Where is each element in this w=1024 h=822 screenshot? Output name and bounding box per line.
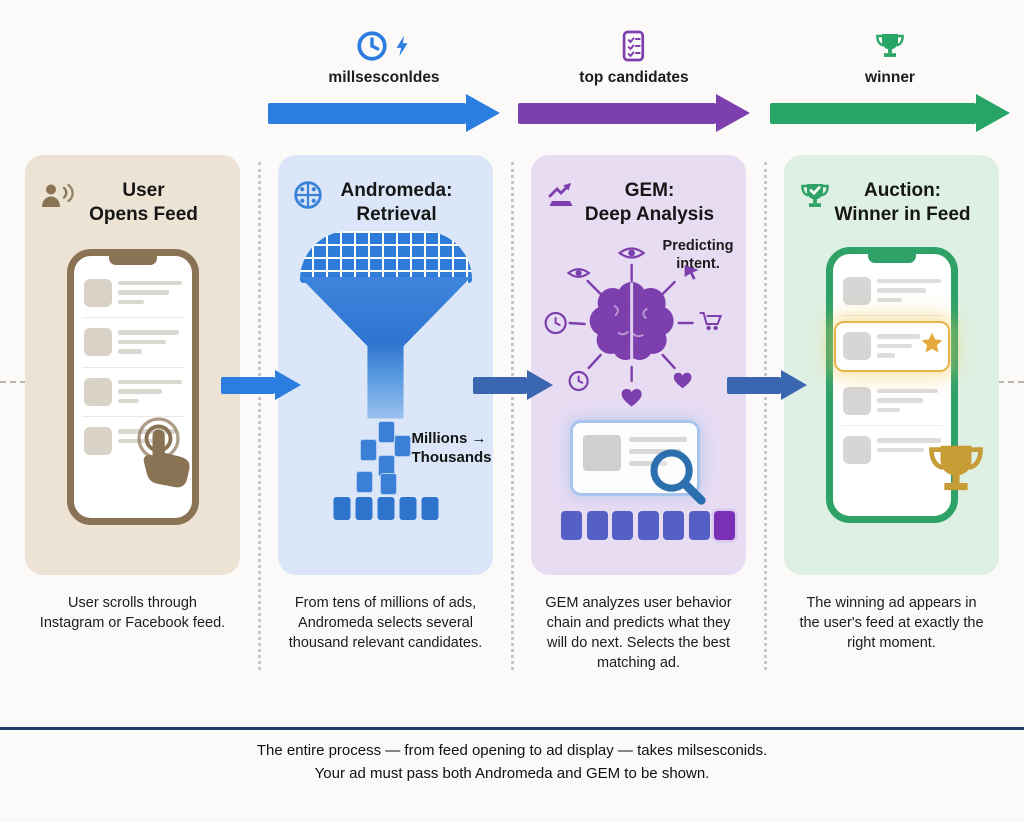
caption-auction: The winning ad appears in the user's fee…: [799, 595, 984, 651]
panel-2-header: Andromeda: Retrieval: [278, 155, 493, 227]
ads-cube-mound: [299, 230, 472, 283]
panel-3-title: GEM: Deep Analysis: [584, 180, 715, 225]
footer-line-2: Your ad must pass both Andromeda and GEM…: [314, 764, 710, 782]
panel-auction-winner: Auction: Winner in Feed: [784, 155, 999, 575]
ad-inspection-card: [573, 422, 706, 505]
funnel-icon: [299, 276, 472, 419]
user-broadcast-icon: [40, 180, 76, 215]
heart-icon: [621, 388, 642, 407]
panel-1-title: User Opens Feed: [89, 180, 198, 225]
footer-line-1: The entire process — from feed opening t…: [256, 742, 768, 759]
flow-arrow-purple: [518, 94, 750, 132]
panel-gem-deep-analysis: GEM: Deep Analysis Predicting intent.: [531, 155, 746, 575]
feed-item: [841, 426, 943, 472]
stage-label-milliseconds: millsesconldes: [328, 69, 440, 86]
stage-label-winner: winner: [865, 69, 915, 86]
clock-icon: [544, 311, 567, 334]
cart-icon: [699, 311, 722, 330]
eye-icon: [566, 267, 591, 278]
clock-icon: [355, 29, 389, 68]
trend-chart-icon: [546, 180, 576, 215]
lightning-icon: [392, 30, 414, 67]
phone-notch: [867, 252, 916, 263]
caption-gem: GEM analyzes user behavior chain and pre…: [545, 595, 732, 671]
magnifier-icon: [643, 442, 709, 513]
panel-3-header: GEM: Deep Analysis: [531, 155, 746, 227]
panel-user-opens-feed: User Opens Feed: [25, 155, 240, 575]
brain-graphic: [544, 246, 722, 407]
panel-1-header: User Opens Feed: [25, 155, 240, 227]
mid-arrow-2: [473, 370, 553, 400]
feed-item: [840, 267, 943, 316]
phone-feed: [66, 248, 199, 525]
edge-dash-left: [0, 381, 26, 383]
gem-body: Predicting intent.: [531, 227, 746, 557]
panel-2-title: Andromeda: Retrieval: [340, 180, 453, 225]
caption-andromeda: From tens of millions of ads, Andromeda …: [288, 595, 483, 651]
brain-icon: [589, 281, 674, 360]
tap-hand-icon: [118, 412, 214, 509]
mid-arrow-1: [221, 370, 301, 400]
feed-item: [840, 377, 943, 426]
stage-label-top-candidates: top candidates: [579, 69, 689, 86]
stage-winner: winner: [770, 28, 1010, 132]
selected-candidate-cell: [714, 510, 735, 540]
phone-winner-feed: [825, 246, 983, 523]
ad-thumbnail: [583, 434, 621, 471]
footer-summary: The entire process — from feed opening t…: [0, 740, 1024, 785]
trophy-check-icon: [799, 180, 831, 217]
stage-top-candidates: top candidates: [518, 28, 750, 132]
globe-icon: [293, 180, 323, 215]
checklist-icon: [620, 29, 648, 68]
funnel-graphic: Millions → Thousands: [292, 230, 492, 531]
funnel-label: Millions → Thousands: [411, 429, 492, 467]
stage-milliseconds-icons: [355, 28, 414, 68]
candidate-score-bar: [561, 510, 735, 540]
cursor-icon: [684, 264, 699, 280]
stage-milliseconds: millsesconldes: [268, 28, 500, 132]
footer-divider: [0, 727, 1024, 730]
caption-user-opens-feed: User scrolls through Instagram or Facebo…: [39, 595, 226, 631]
flow-arrow-blue: [268, 94, 500, 132]
heart-icon: [673, 372, 691, 388]
dotted-separator-2: [511, 162, 514, 670]
trophy-icon: [874, 30, 906, 67]
stage-winner-icons: [874, 28, 906, 68]
panel-4-title: Auction: Winner in Feed: [834, 180, 971, 225]
panel-4-header: Auction: Winner in Feed: [784, 155, 999, 227]
filtered-ads-row: [333, 496, 438, 520]
mid-arrow-3: [727, 370, 807, 400]
star-icon: [919, 331, 945, 362]
edge-dash-right: [998, 381, 1024, 383]
clock-icon: [568, 370, 589, 391]
feed-list: [81, 269, 184, 512]
flow-arrow-green: [770, 94, 1010, 132]
phone-notch: [108, 254, 157, 265]
feed-item: [81, 318, 184, 368]
feed-item: [81, 368, 184, 417]
gold-trophy-icon: [925, 440, 987, 503]
winning-ad-item: [833, 321, 950, 372]
panel-andromeda-retrieval: Andromeda: Retrieval Millions → Thousand…: [278, 155, 493, 575]
feed-item: [81, 269, 184, 318]
winner-feed-list: [833, 267, 950, 510]
eye-icon: [617, 246, 645, 259]
dotted-separator-3: [764, 162, 767, 670]
stage-top-candidates-icons: [620, 28, 648, 68]
dotted-separator-1: [258, 162, 261, 670]
